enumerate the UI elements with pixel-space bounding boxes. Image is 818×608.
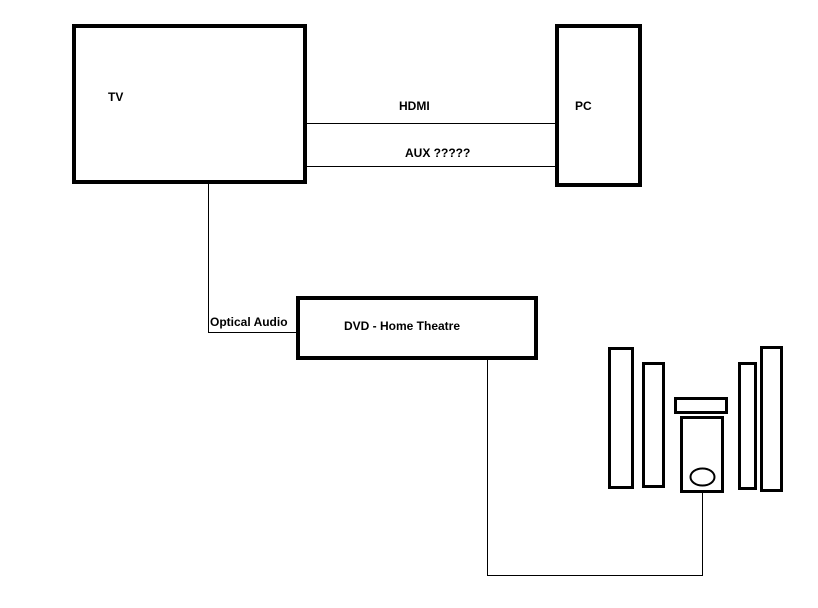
front-left-tower-speaker [608,347,634,489]
pc-box [555,24,642,187]
aux-label: AUX ????? [405,146,471,160]
subwoofer [680,416,724,493]
speaker-set [608,346,783,493]
pc-label: PC [575,99,592,113]
dvd-box [296,296,538,360]
subwoofer-driver [689,467,716,487]
speaker-connection [487,360,703,576]
rear-left-speaker [642,362,665,488]
optical-audio-connection [208,184,296,333]
tv-box [72,24,307,184]
tv-label: TV [108,90,124,104]
hdmi-label: HDMI [399,99,430,113]
optical-audio-label: Optical Audio [210,315,288,329]
dvd-label: DVD - Home Theatre [344,319,461,333]
center-speaker [674,397,728,414]
rear-right-speaker [738,362,757,490]
front-right-tower-speaker [760,346,783,492]
